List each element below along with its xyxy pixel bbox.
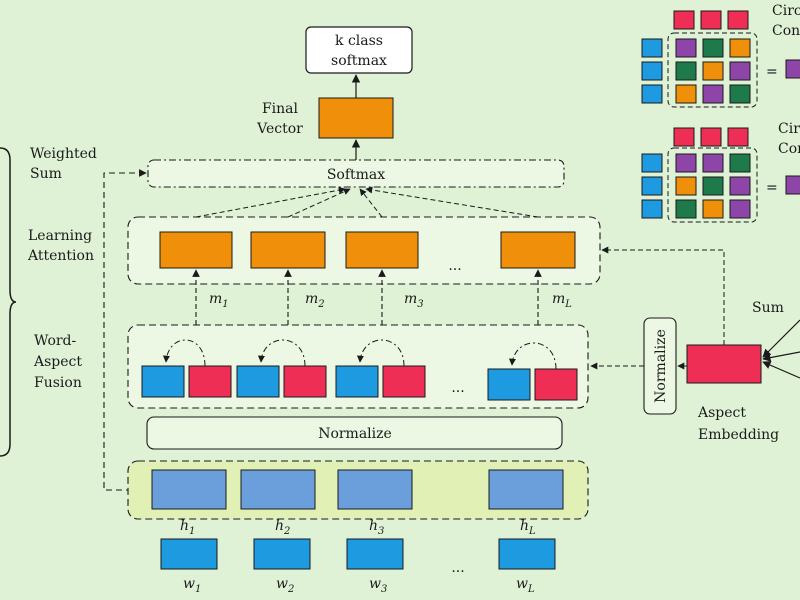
aspect-embedding-label-line1: Aspect xyxy=(697,405,746,421)
fusion-arc-2 xyxy=(257,339,306,367)
final-vector-label-line1: Final xyxy=(262,101,299,117)
label-h1: h1 xyxy=(180,518,195,537)
label-mL: mL xyxy=(552,291,572,310)
k-class-softmax-line2: softmax xyxy=(331,53,387,69)
label-wL: wL xyxy=(516,576,535,595)
weighted-sum-label-line1: Weighted xyxy=(30,146,97,162)
label-m2: m2 xyxy=(305,291,325,310)
fusion-arc-3 xyxy=(356,339,405,367)
fusion-aspect-box-L xyxy=(534,368,578,401)
arrow-attnL-softmax xyxy=(365,186,539,218)
aspect-embedding-box xyxy=(686,344,762,384)
circulant-bottom-label-line2: Con xyxy=(778,141,800,157)
word-box-3 xyxy=(346,538,404,570)
softmax-label: Softmax xyxy=(327,167,385,183)
circulant-bottom-equals: = xyxy=(766,180,778,196)
learning-attention-label-line1: Learning xyxy=(28,228,92,244)
arrow-sum-in-2 xyxy=(762,361,800,379)
circulant-bottom-label-line1: Circ xyxy=(778,121,800,137)
label-m3: m3 xyxy=(404,291,424,310)
word-box-2 xyxy=(253,538,311,570)
arrow-aspect-to-attention xyxy=(601,246,725,345)
hidden-box-1 xyxy=(151,469,227,510)
word-aspect-fusion-label-line3: Fusion xyxy=(34,375,82,391)
circulant-top-equals: = xyxy=(766,64,778,80)
label-m1: m1 xyxy=(209,291,229,310)
hidden-box-L xyxy=(488,469,564,510)
hidden-box-2 xyxy=(240,469,316,510)
arrow-sum-in-3 xyxy=(762,351,800,362)
attention-box-3 xyxy=(345,231,419,269)
circulant-top-label-line1: Circ xyxy=(772,3,800,19)
label-w1: w1 xyxy=(183,576,201,595)
fusion-aspect-box-1 xyxy=(188,365,232,398)
fusion-word-box-L xyxy=(487,368,531,401)
arrow-attn1-softmax xyxy=(195,186,346,218)
fusion-arc-1 xyxy=(162,339,206,367)
label-h2: h2 xyxy=(275,518,290,537)
fusion-ellipsis: ... xyxy=(451,380,464,396)
word-aspect-fusion-label-line1: Word- xyxy=(34,333,77,349)
attention-box-1 xyxy=(159,231,233,269)
arrow-sum-in-1 xyxy=(762,319,800,358)
attention-box-2 xyxy=(250,231,326,269)
attention-ellipsis: ... xyxy=(448,258,461,274)
label-h3: h3 xyxy=(369,518,384,537)
hidden-box-3 xyxy=(337,469,413,510)
sum-label: Sum xyxy=(752,300,784,316)
label-hL: hL xyxy=(520,518,536,537)
k-class-softmax-line1: k class xyxy=(335,33,383,49)
word-box-L xyxy=(498,538,556,570)
arrow-attn2-softmax xyxy=(287,188,351,218)
circulant-top-label-line2: Con xyxy=(772,23,800,39)
circulant-grid-bottom xyxy=(641,127,800,223)
arrow-attn3-softmax xyxy=(359,188,383,218)
left-brace xyxy=(0,147,17,457)
attention-box-L xyxy=(500,231,576,269)
fusion-word-box-1 xyxy=(141,365,185,398)
normalize-bar xyxy=(146,416,563,450)
fusion-arc-L xyxy=(508,342,557,370)
fusion-word-box-3 xyxy=(335,365,379,398)
normalize-side-label: Normalize xyxy=(653,329,669,403)
fusion-word-box-2 xyxy=(236,365,280,398)
normalize-label: Normalize xyxy=(318,426,392,442)
word-box-1 xyxy=(160,538,218,570)
final-vector-label-line2: Vector xyxy=(256,121,303,137)
word-ellipsis: ... xyxy=(451,560,464,576)
learning-attention-label-line2: Attention xyxy=(27,248,94,264)
label-w3: w3 xyxy=(369,576,387,595)
weighted-sum-label-line2: Sum xyxy=(30,166,62,182)
label-w2: w2 xyxy=(276,576,294,595)
word-aspect-fusion-label-line2: Aspect xyxy=(33,354,82,370)
final-vector-box xyxy=(318,97,394,139)
circulant-grid-top xyxy=(641,10,800,108)
aspect-embedding-label-line2: Embedding xyxy=(698,427,779,443)
k-class-softmax-box xyxy=(305,26,413,74)
fusion-aspect-box-2 xyxy=(283,365,327,398)
fusion-aspect-box-3 xyxy=(382,365,426,398)
